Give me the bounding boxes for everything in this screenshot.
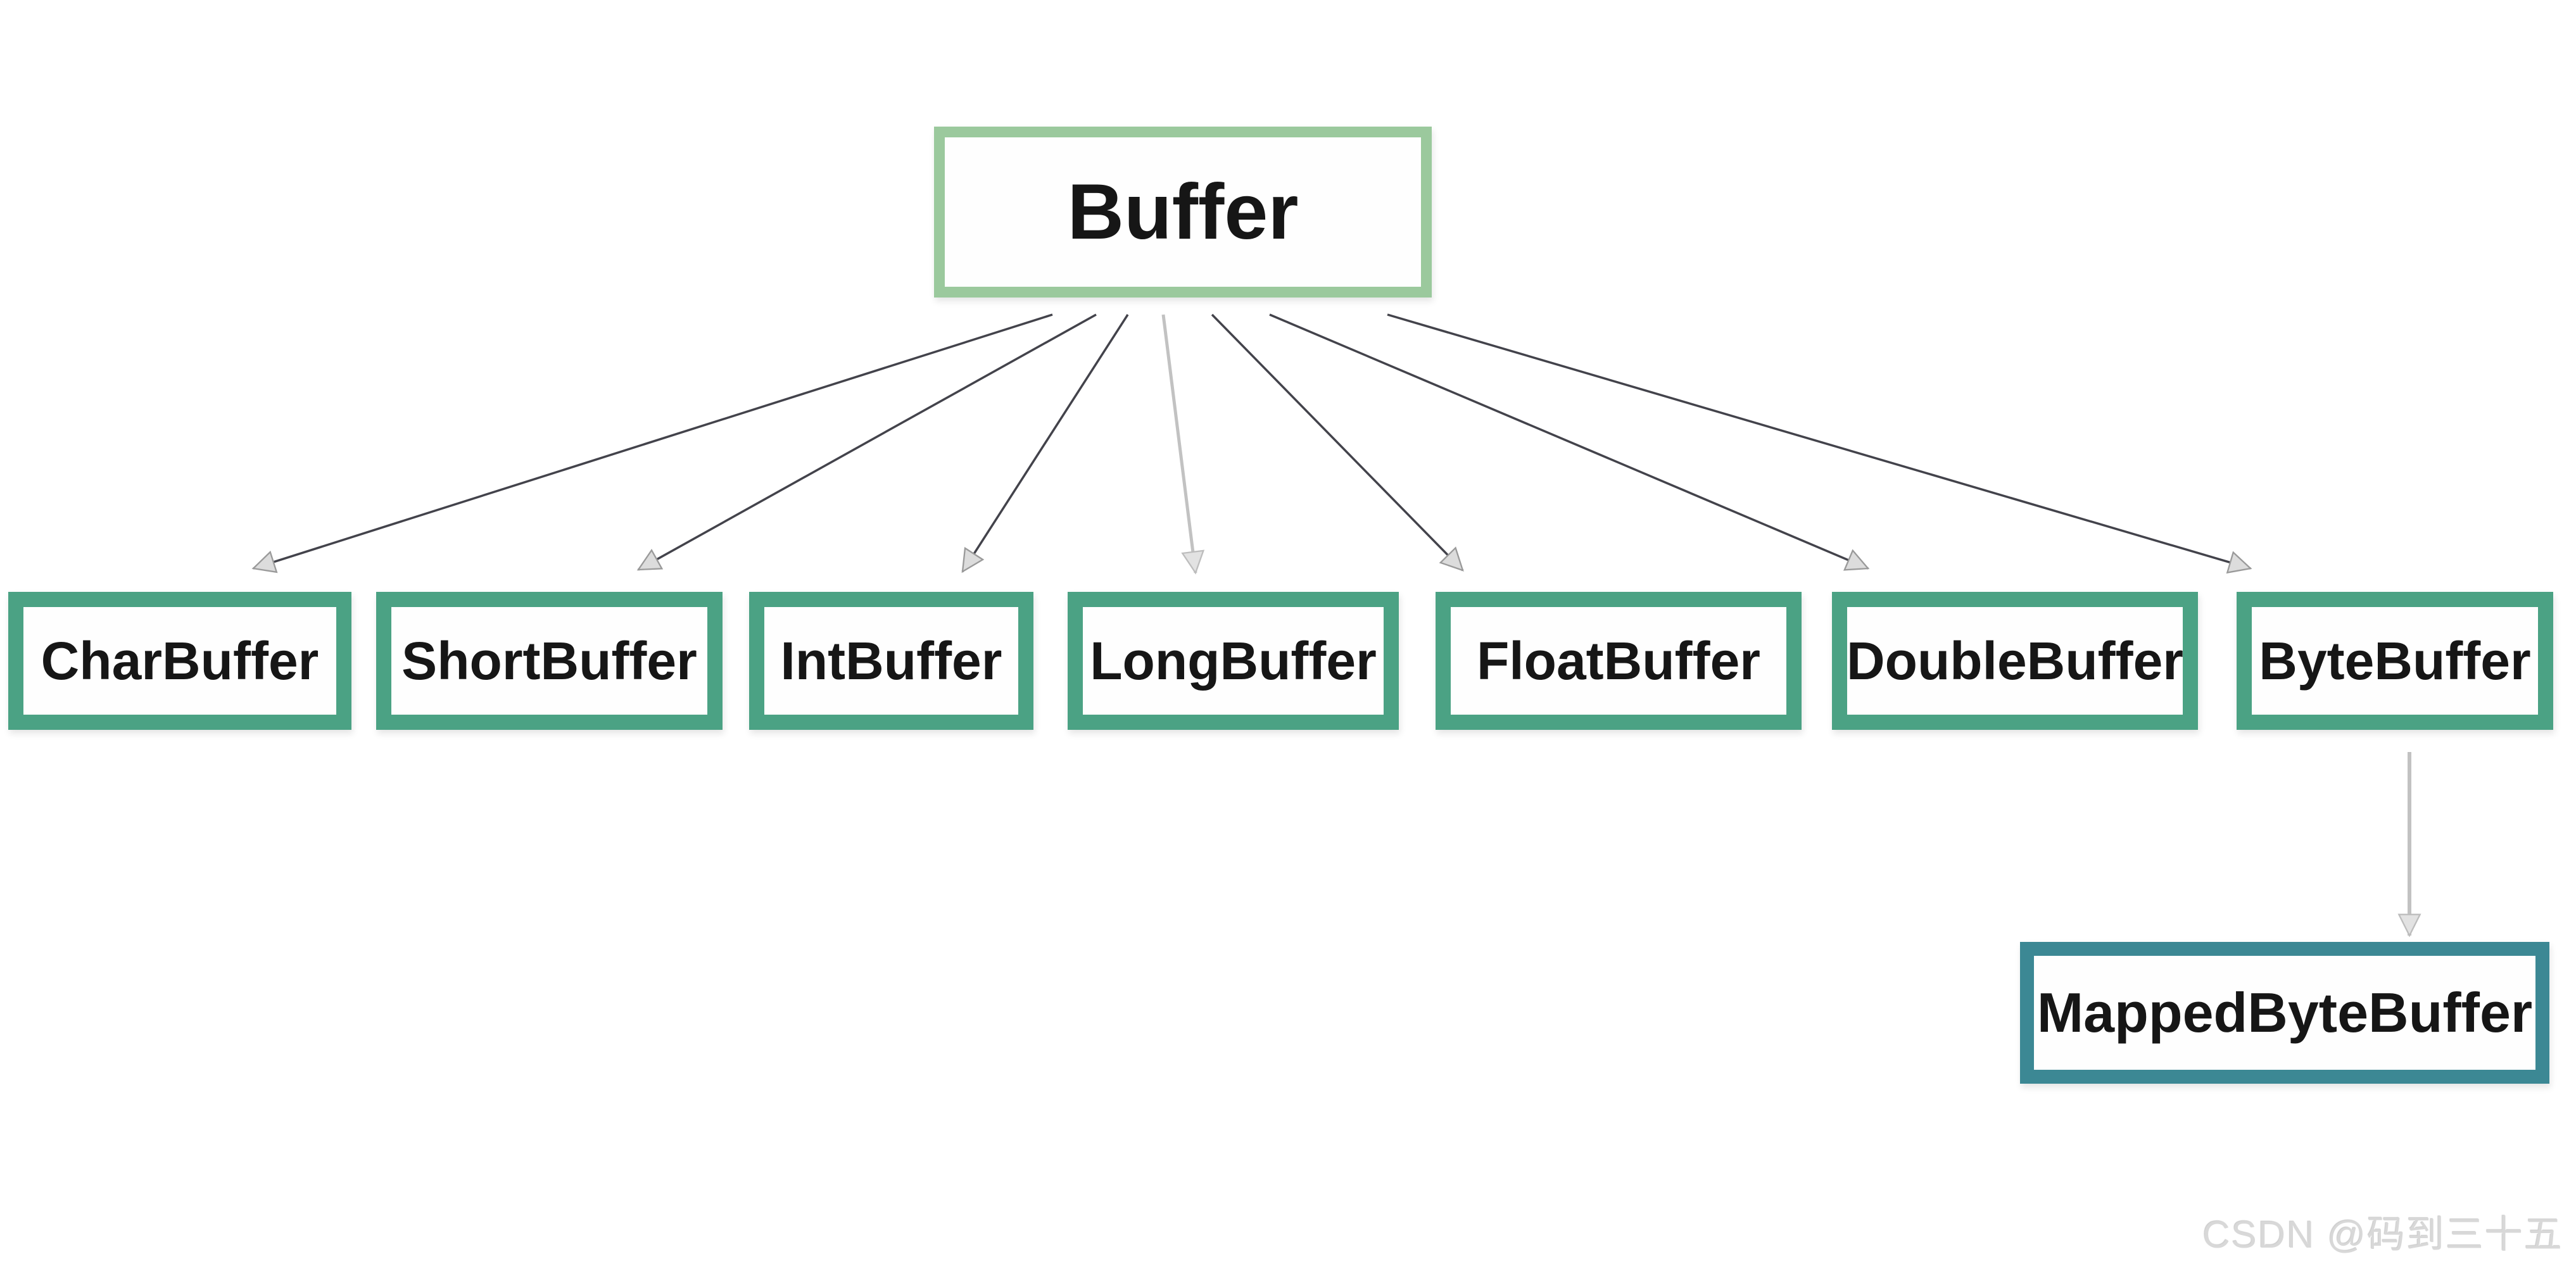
inheritance-arrow-bytebuffer bbox=[1387, 313, 2252, 574]
class-node-floatbuffer: FloatBuffer bbox=[1436, 592, 1802, 730]
class-node-doublebuffer-label: DoubleBuffer bbox=[1847, 630, 2183, 691]
inheritance-arrow-intbuffer bbox=[961, 314, 1129, 573]
class-node-intbuffer: IntBuffer bbox=[749, 592, 1033, 730]
class-node-buffer: Buffer bbox=[934, 127, 1432, 298]
class-node-charbuffer: CharBuffer bbox=[8, 592, 351, 730]
class-node-charbuffer-label: CharBuffer bbox=[41, 630, 319, 691]
inheritance-arrow-doublebuffer bbox=[1269, 313, 1870, 571]
class-node-mappedbytebuffer-label: MappedByteBuffer bbox=[2036, 981, 2533, 1044]
class-node-shortbuffer-label: ShortBuffer bbox=[401, 630, 697, 691]
class-node-mappedbytebuffer: MappedByteBuffer bbox=[2020, 942, 2549, 1084]
class-node-shortbuffer: ShortBuffer bbox=[376, 592, 723, 730]
inheritance-arrow-charbuffer bbox=[251, 313, 1053, 573]
csdn-watermark: CSDN @码到三十五 bbox=[2202, 1213, 2563, 1256]
class-node-bytebuffer: ByteBuffer bbox=[2237, 592, 2553, 730]
class-node-longbuffer-label: LongBuffer bbox=[1090, 630, 1377, 691]
class-node-intbuffer-label: IntBuffer bbox=[780, 630, 1002, 691]
class-node-doublebuffer: DoubleBuffer bbox=[1832, 592, 2198, 730]
class-node-floatbuffer-label: FloatBuffer bbox=[1477, 630, 1760, 691]
inheritance-arrow-shortbuffer bbox=[636, 313, 1097, 571]
inheritance-arrow-floatbuffer bbox=[1211, 313, 1464, 572]
class-node-bytebuffer-label: ByteBuffer bbox=[2259, 630, 2531, 691]
class-node-longbuffer: LongBuffer bbox=[1068, 592, 1399, 730]
inheritance-arrow-longbuffer bbox=[1161, 314, 1205, 575]
class-node-buffer-label: Buffer bbox=[1067, 168, 1299, 256]
